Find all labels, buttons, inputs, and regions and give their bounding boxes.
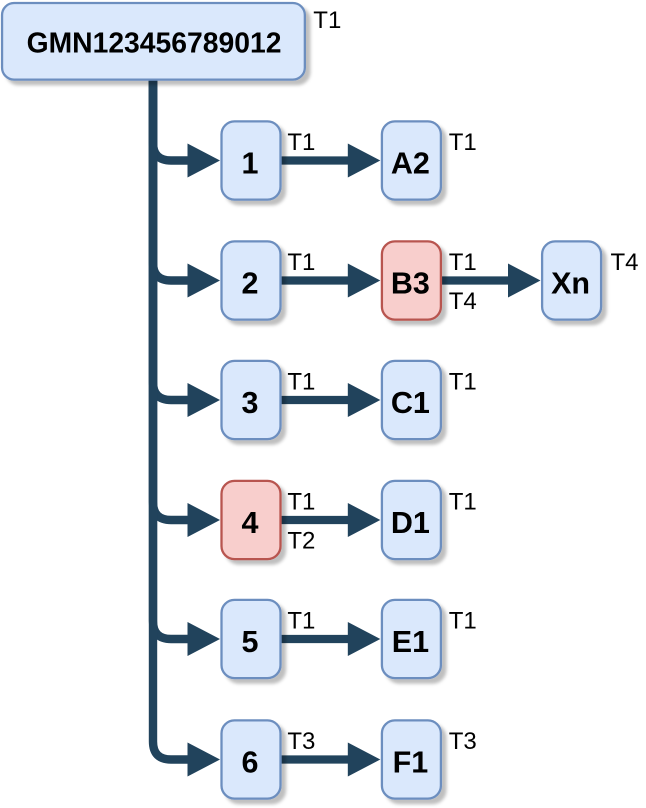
svg-text:Xn: Xn — [551, 267, 590, 301]
svg-text:1: 1 — [242, 147, 259, 181]
svg-text:2: 2 — [242, 267, 259, 301]
svg-text:T4: T4 — [611, 249, 639, 276]
svg-text:T3: T3 — [449, 728, 477, 755]
svg-text:D1: D1 — [391, 506, 430, 540]
svg-text:GMN123456789012: GMN123456789012 — [27, 26, 282, 58]
svg-text:A2: A2 — [391, 147, 430, 181]
svg-text:B3: B3 — [391, 267, 430, 301]
svg-text:T4: T4 — [449, 288, 477, 315]
svg-text:F1: F1 — [393, 746, 429, 780]
svg-text:T1: T1 — [287, 368, 315, 395]
svg-text:T3: T3 — [287, 728, 315, 755]
svg-text:T1: T1 — [287, 607, 315, 634]
svg-text:T1: T1 — [449, 488, 477, 515]
svg-text:T1: T1 — [449, 368, 477, 395]
svg-text:6: 6 — [242, 746, 259, 780]
svg-text:T2: T2 — [287, 527, 315, 554]
svg-text:T1: T1 — [313, 7, 341, 34]
svg-text:T1: T1 — [287, 249, 315, 276]
svg-text:5: 5 — [242, 625, 259, 659]
svg-text:E1: E1 — [392, 625, 429, 659]
svg-text:T1: T1 — [449, 607, 477, 634]
svg-text:T1: T1 — [449, 249, 477, 276]
svg-text:T1: T1 — [287, 488, 315, 515]
svg-text:T1: T1 — [287, 129, 315, 156]
svg-text:3: 3 — [242, 386, 259, 420]
svg-text:4: 4 — [242, 506, 259, 540]
svg-text:T1: T1 — [449, 129, 477, 156]
svg-text:C1: C1 — [391, 386, 430, 420]
